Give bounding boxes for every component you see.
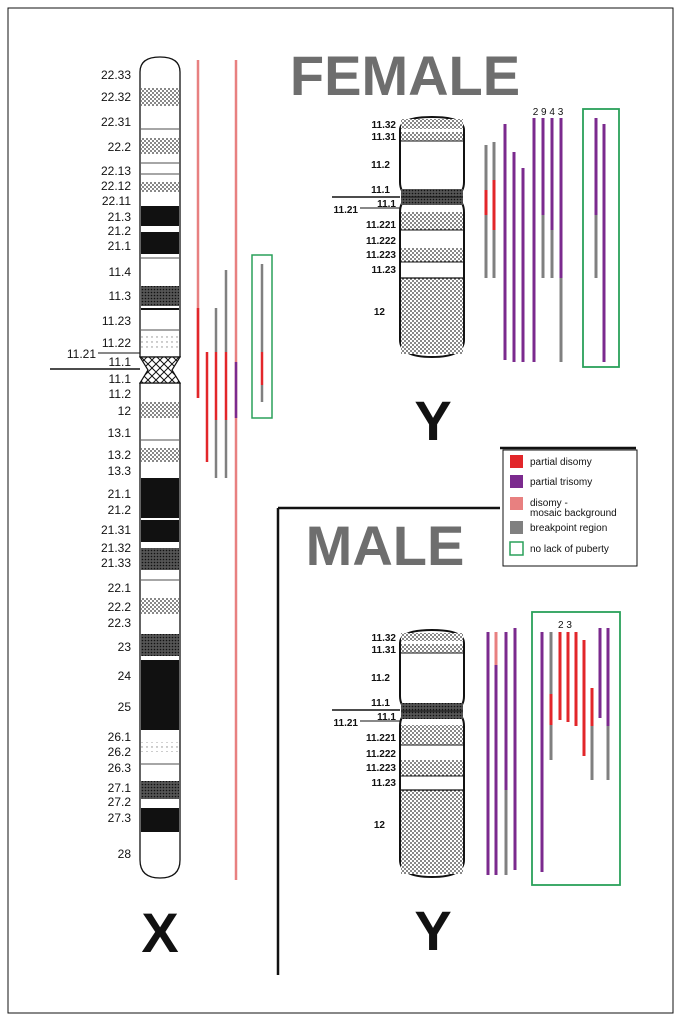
yf-band-label: 12: [374, 307, 386, 318]
yf-band-label: 11.1: [371, 185, 390, 196]
x-band-label: 27.3: [108, 811, 132, 825]
yf-band-label: 11.222: [366, 236, 396, 247]
y-male-letter: Y: [414, 899, 451, 962]
x-band-label: 22.11: [102, 194, 131, 208]
x-band-label: 11.21: [67, 347, 96, 361]
x-band-label: 22.31: [101, 115, 131, 129]
x-band-label: 21.33: [101, 556, 131, 570]
ym-band-label: 12: [374, 820, 386, 831]
ym-band-label: 11.21: [334, 718, 359, 729]
ym-band-label: 11.1: [377, 712, 396, 723]
yf-band-label: 11.23: [372, 265, 397, 276]
legend-label: partial disomy: [530, 457, 592, 468]
legend-label: partial trisomy: [530, 477, 592, 488]
yf-band-label: 11.2: [371, 160, 390, 171]
ym-band-label: 11.1: [371, 698, 390, 709]
x-band-label: 27.2: [108, 795, 132, 809]
y-male-band-labels: 11.32 11.31 11.2 11.1 11.1 11.21 11.221 …: [334, 633, 397, 831]
x-q-band-labels: 11.1 11.1 11.2 12 13.1 13.2 13.3 21.1 21…: [101, 355, 131, 861]
x-band-label: 22.2: [108, 140, 132, 154]
y-female-letter: Y: [414, 389, 451, 452]
x-band-label: 21.2: [108, 224, 132, 238]
x-band-label: 11.1: [109, 372, 132, 386]
ym-band-label: 11.23: [372, 778, 397, 789]
x-band-label: 26.2: [108, 745, 132, 759]
x-band-label: 23: [118, 640, 132, 654]
ym-band-label: 11.222: [366, 749, 396, 760]
x-band-label: 11.3: [109, 289, 132, 303]
legend-swatch-trisomy: [510, 475, 523, 488]
x-band-label: 13.2: [108, 448, 132, 462]
legend: partial disomy partial trisomy disomy - …: [503, 450, 637, 566]
y-male-bars: [488, 612, 620, 885]
x-p-band-labels: 22.33 22.32 22.31 22.2 22.13 22.12 22.11…: [67, 68, 131, 361]
ym-band-label: 11.2: [371, 673, 390, 684]
yf-case-numbers: 2 9 4 3: [533, 107, 564, 118]
yf-band-label: 11.1: [377, 199, 396, 210]
x-band-label: 21.32: [101, 541, 131, 555]
x-band-label: 21.2: [108, 503, 132, 517]
x-band-label: 11.22: [102, 336, 131, 350]
yf-band-label: 11.21: [334, 205, 359, 216]
x-band-label: 25: [118, 700, 132, 714]
ym-case-numbers: 2 3: [558, 620, 572, 631]
legend-swatch-breakpoint: [510, 521, 523, 534]
x-band-label: 28: [118, 847, 132, 861]
x-band-label: 22.33: [101, 68, 131, 82]
x-band-label: 11.2: [109, 387, 132, 401]
legend-swatch-puberty: [510, 542, 523, 555]
x-band-label: 22.13: [101, 164, 131, 178]
x-band-label: 11.1: [109, 355, 132, 369]
legend-label: no lack of puberty: [530, 544, 609, 555]
x-band-label: 11.4: [109, 265, 132, 279]
yf-band-label: 11.223: [366, 250, 396, 261]
x-band-label: 22.2: [108, 600, 132, 614]
legend-label: mosaic background: [530, 508, 617, 519]
ym-band-label: 11.31: [372, 645, 397, 656]
ym-band-label: 11.221: [366, 733, 396, 744]
x-band-label: 11.23: [102, 314, 131, 328]
x-band-label: 26.1: [108, 730, 132, 744]
legend-swatch-mosaic: [510, 497, 523, 510]
x-band-label: 21.3: [108, 210, 132, 224]
x-band-label: 26.3: [108, 761, 132, 775]
y-male-chromosome: [332, 630, 464, 877]
x-band-label: 22.12: [101, 179, 131, 193]
female-title: FEMALE: [290, 44, 520, 107]
yf-band-label: 11.32: [372, 120, 397, 131]
x-band-label: 12: [118, 404, 132, 418]
x-chromosome-letter: X: [141, 901, 178, 964]
y-female-chromosome: [332, 117, 464, 357]
yf-band-label: 11.221: [366, 220, 396, 231]
x-band-label: 22.32: [101, 90, 131, 104]
x-band-label: 24: [118, 669, 132, 683]
ym-band-label: 11.32: [372, 633, 397, 644]
x-aberration-bars: [198, 60, 272, 880]
x-band-label: 13.1: [108, 426, 132, 440]
x-band-label: 27.1: [108, 781, 132, 795]
ym-band-label: 11.223: [366, 763, 396, 774]
y-female-band-labels: 11.32 11.31 11.2 11.1 11.1 11.21 11.221 …: [334, 120, 397, 318]
x-band-label: 21.1: [108, 239, 132, 253]
x-band-label: 21.31: [101, 523, 131, 537]
yf-puberty-box: [583, 109, 619, 367]
yf-band-label: 11.31: [372, 132, 397, 143]
male-title: MALE: [306, 514, 465, 577]
legend-label: breakpoint region: [530, 523, 607, 534]
legend-swatch-disomy: [510, 455, 523, 468]
y-female-bars: [486, 109, 619, 367]
x-band-label: 22.1: [108, 581, 132, 595]
x-band-label: 21.1: [108, 487, 132, 501]
x-band-label: 13.3: [108, 464, 132, 478]
x-band-label: 22.3: [108, 616, 132, 630]
